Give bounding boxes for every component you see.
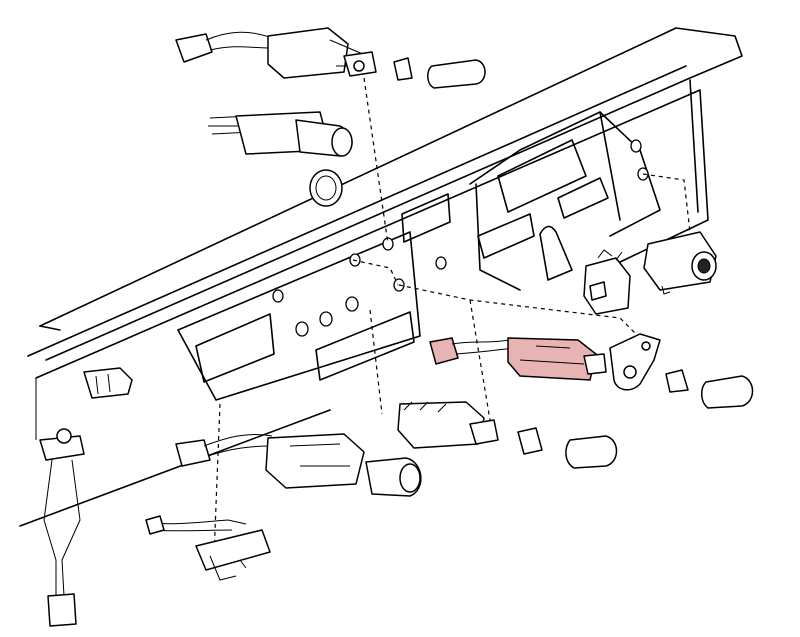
switch-opening-left xyxy=(195,313,275,383)
switch-body-lower xyxy=(265,433,365,489)
left-clip xyxy=(83,367,133,399)
knob-center xyxy=(565,435,618,469)
lower-relay xyxy=(195,529,271,571)
cigar-lighter-assembly xyxy=(208,111,353,207)
left-plug-bottom xyxy=(47,593,77,627)
vent-opening-upper xyxy=(401,193,451,243)
connector-plug-lower xyxy=(175,439,211,467)
screw-top xyxy=(393,57,413,81)
cluster-window-upper xyxy=(497,139,587,213)
cluster-window-right xyxy=(557,177,609,219)
knob-top xyxy=(427,59,486,89)
connector-plug-top xyxy=(175,33,213,63)
lower-switch-assembly xyxy=(175,433,422,497)
mounting-bracket xyxy=(609,333,661,391)
relay-module xyxy=(583,249,631,315)
assembly-leader-lines xyxy=(213,77,691,557)
highlighted-switch-assembly xyxy=(429,333,754,409)
knob-right xyxy=(701,375,754,409)
screw-right xyxy=(665,369,689,393)
top-switch-assembly xyxy=(175,27,486,89)
screw-center xyxy=(517,427,543,455)
left-sensor-harness xyxy=(39,428,85,627)
highlighted-connector xyxy=(429,337,459,365)
lower-relay-harness xyxy=(145,515,271,581)
cluster-notch xyxy=(539,225,573,281)
switch-opening-center xyxy=(315,311,415,381)
lighter-socket-ring xyxy=(309,169,343,207)
highlighted-switch-body xyxy=(507,337,597,381)
dashboard-panel xyxy=(19,27,743,527)
cluster-window-lower xyxy=(477,213,535,259)
switch-body-top xyxy=(267,27,349,79)
lower-center-switch xyxy=(397,401,618,469)
right-lamp-housing xyxy=(643,231,717,295)
